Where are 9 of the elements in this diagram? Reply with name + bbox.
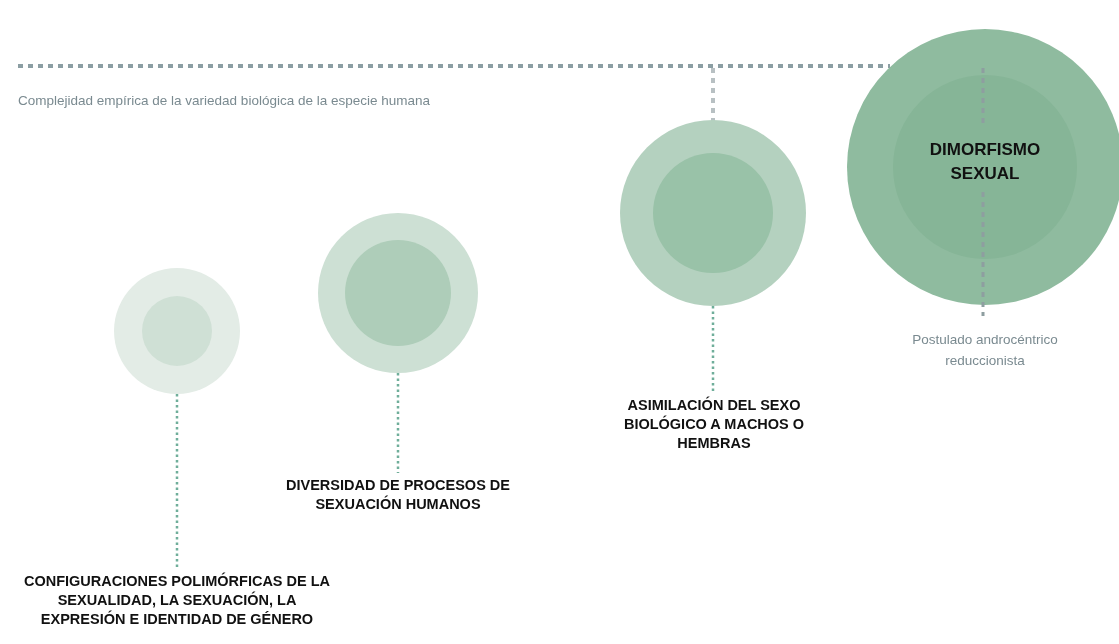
leader-line xyxy=(396,373,400,473)
concept-text: DIVERSIDAD DE PROCESOS DE SEXUACIÓN HUMANOS xyxy=(248,476,548,514)
caption-text: Postulado androcéntrico reduccionista xyxy=(911,331,1059,370)
circle-title: DIMORFISMO SEXUAL xyxy=(928,139,1042,186)
leader-line xyxy=(175,394,179,569)
concept-text: ASIMILACIÓN DEL SEXO BIOLÓGICO A MACHOS O HEMBRAS xyxy=(604,396,824,453)
axis-label: Complejidad empírica de la variedad biológica de la especie humana xyxy=(18,92,430,110)
concept-text: CONFIGURACIONES POLIMÓRFICAS DE LA SEXUALIDAD, LA SEXUACIÓN, LA EXPRESIÓN E IDENTIDAD DE GÉNERO xyxy=(17,572,337,629)
leader-line xyxy=(711,306,715,393)
